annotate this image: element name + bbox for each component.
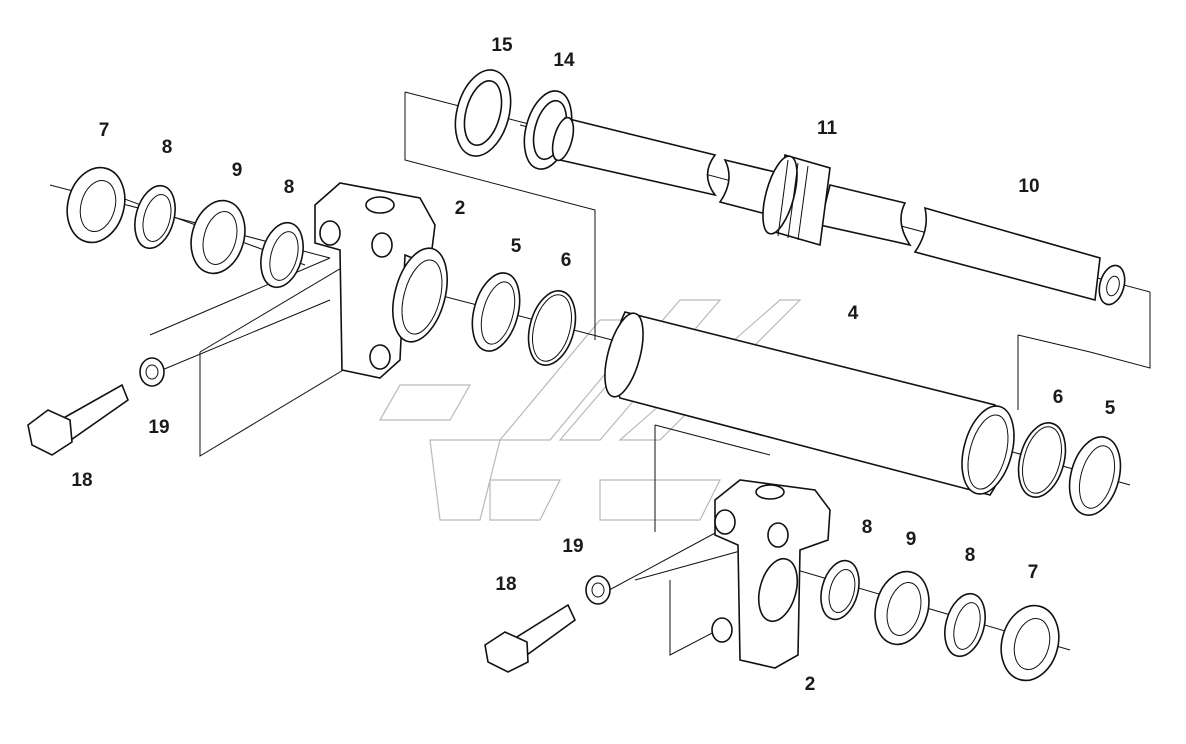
label-9-right: 9 [906, 529, 917, 550]
label-4: 4 [848, 303, 859, 324]
part-9-seal-right [874, 570, 930, 646]
assembly-lines [49, 91, 1151, 656]
label-6-right: 6 [1053, 387, 1064, 408]
label-8-right-b: 8 [965, 545, 976, 566]
label-7-right: 7 [1028, 562, 1039, 583]
part-2-head-right [711, 479, 831, 669]
part-10-piston-rod [551, 116, 1126, 306]
label-8-right-a: 8 [862, 517, 873, 538]
label-11: 11 [817, 118, 838, 139]
label-18-right: 18 [495, 574, 516, 595]
label-8-left-a: 8 [162, 137, 173, 158]
part-8-ring-right-b [944, 592, 986, 658]
part-19-washer-left [139, 357, 165, 387]
part-18-bolt-right [484, 603, 577, 673]
label-14: 14 [553, 50, 575, 71]
label-18-left: 18 [71, 470, 92, 491]
part-18-bolt-left [27, 383, 129, 456]
label-19-right: 19 [562, 536, 583, 557]
label-15: 15 [491, 35, 513, 56]
label-6-left: 6 [561, 250, 572, 271]
label-5-left: 5 [511, 236, 522, 257]
part-6-oring-left [527, 290, 577, 366]
part-5-ring-right [1068, 436, 1122, 516]
part-7-wiper-right [1000, 604, 1060, 682]
part-7-wiper-left [66, 166, 126, 244]
part-8-ring-left-a [134, 184, 176, 250]
label-5-right: 5 [1105, 398, 1116, 419]
label-19-left: 19 [148, 417, 169, 438]
label-2-right: 2 [805, 674, 816, 695]
part-8-ring-left-b [260, 221, 304, 289]
label-2-left: 2 [455, 198, 466, 219]
part-6-oring-right [1017, 422, 1067, 498]
part-2-head-left [314, 182, 448, 379]
part-5-ring-left [471, 272, 521, 352]
part-19-washer-right [585, 575, 611, 605]
label-7-left: 7 [99, 120, 110, 141]
callout-labels: 15 14 11 10 7 8 9 8 2 5 6 4 19 18 6 5 8 … [71, 35, 1115, 695]
part-9-seal-left [190, 199, 246, 275]
label-10: 10 [1018, 176, 1039, 197]
part-15-ring [454, 69, 512, 157]
label-8-left-b: 8 [284, 177, 295, 198]
label-9-left: 9 [232, 160, 243, 181]
part-8-ring-right-a [820, 559, 860, 621]
part-11-piston [762, 153, 831, 247]
part-4-cylinder-tube [604, 311, 1015, 496]
